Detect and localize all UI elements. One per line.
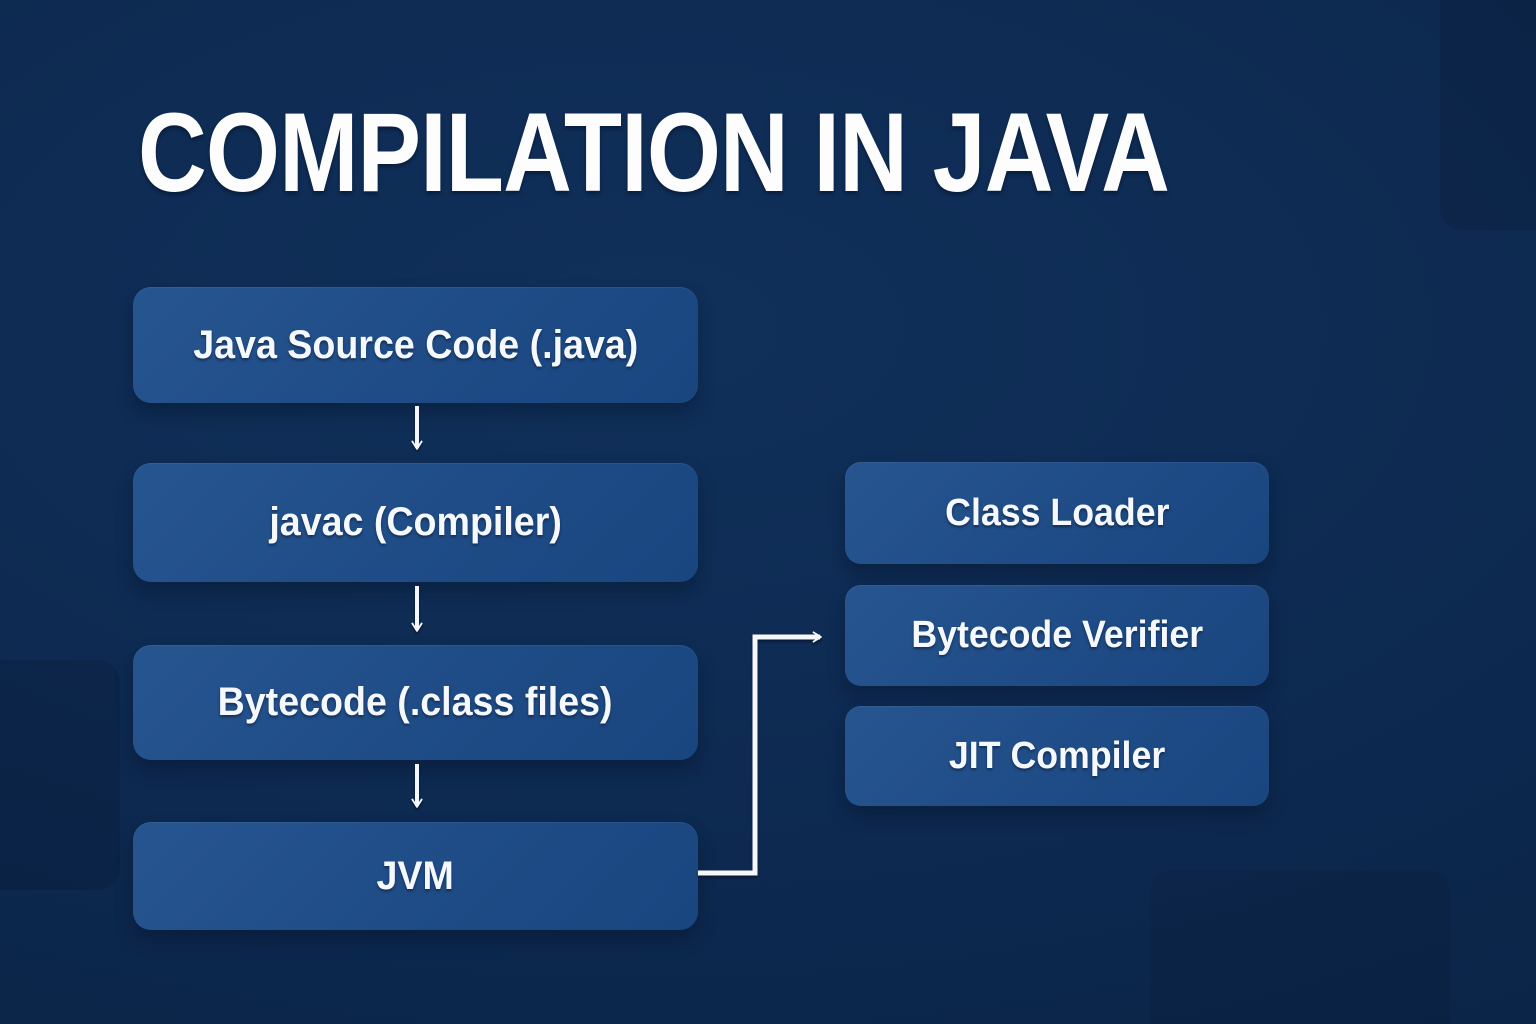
elbow-arrow-jvm-to-bytecode-verifier: [698, 631, 822, 876]
node-bytecode-class-files: Bytecode (.class files): [133, 645, 698, 760]
node-label-bytecode-class-files: Bytecode (.class files): [218, 680, 613, 724]
page-title: COMPILATION IN JAVA: [138, 90, 1170, 215]
node-label-jvm: JVM: [376, 853, 455, 898]
node-label-jit-compiler: JIT Compiler: [948, 734, 1166, 777]
background-texture-shape: [1150, 870, 1450, 1024]
node-jvm: JVM: [133, 822, 698, 930]
node-label-java-source-code: Java Source Code (.java): [192, 322, 639, 367]
node-class-loader: Class Loader: [845, 462, 1269, 564]
node-java-source-code: Java Source Code (.java): [133, 287, 698, 403]
node-label-bytecode-verifier: Bytecode Verifier: [911, 614, 1203, 656]
background-texture-shape: [0, 660, 120, 890]
node-label-class-loader: Class Loader: [944, 491, 1170, 534]
background-texture-shape: [1440, 0, 1536, 230]
node-jit-compiler: JIT Compiler: [845, 706, 1269, 806]
node-label-javac-compiler: javac (Compiler): [269, 500, 562, 544]
node-bytecode-verifier: Bytecode Verifier: [845, 585, 1269, 686]
node-javac-compiler: javac (Compiler): [133, 463, 698, 582]
